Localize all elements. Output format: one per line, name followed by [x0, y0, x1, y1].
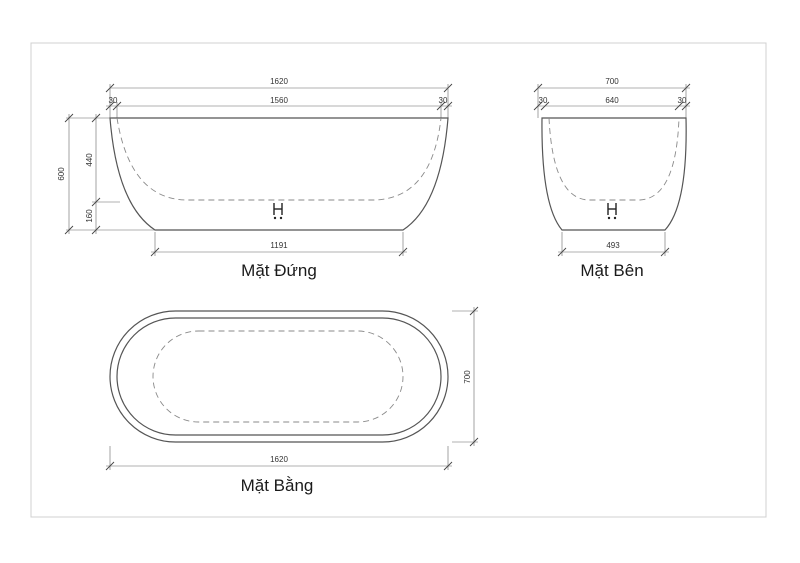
plan-outer-rim: [109, 310, 449, 443]
front-base-length-label: 1191: [270, 241, 288, 250]
side-overall-width-label: 700: [605, 77, 619, 86]
plan-basin: [152, 330, 404, 423]
side-tub-outline: [541, 117, 687, 231]
front-drain-icon: [273, 203, 283, 220]
plan-dim-width: 700: [452, 306, 479, 447]
front-inner-length-label: 1560: [270, 96, 288, 105]
front-overall-height-label: 600: [57, 167, 66, 181]
side-drain-icon: [607, 203, 617, 220]
front-dim-inner-length: 30 1560 30: [105, 96, 453, 118]
side-base-width-label: 493: [606, 241, 620, 250]
front-overall-length-label: 1620: [270, 77, 288, 86]
front-dim-base-length: 1191: [150, 232, 408, 257]
front-view-title: Mặt Đứng: [241, 261, 317, 280]
front-base-height-label: 160: [85, 209, 94, 223]
side-dim-overall-width: 700: [533, 77, 691, 118]
plan-dim-length: 1620: [105, 446, 453, 471]
side-inner-basin: [548, 117, 680, 201]
front-tub-outline: [109, 117, 449, 231]
plan-view-title: Mặt Bằng: [241, 476, 314, 495]
side-dim-base-width: 493: [557, 232, 670, 257]
side-rim-left-label: 30: [539, 96, 548, 105]
side-dim-inner-width: 30 640 30: [533, 96, 691, 111]
front-dim-heights: 600 440 160: [57, 113, 155, 235]
plan-length-label: 1620: [270, 455, 288, 464]
side-inner-width-label: 640: [605, 96, 619, 105]
side-view-title: Mặt Bên: [580, 261, 643, 280]
front-view: 1620 30 1560 30: [57, 77, 453, 280]
front-depth-label: 440: [85, 153, 94, 167]
front-dim-overall-length: 1620: [105, 77, 453, 118]
side-view: 700 30 640 30 493: [533, 77, 691, 280]
plan-inner-rim: [116, 317, 442, 436]
front-rim-right-label: 30: [439, 96, 448, 105]
front-rim-left-label: 30: [109, 96, 118, 105]
front-inner-basin: [116, 117, 442, 201]
plan-width-label: 700: [463, 370, 472, 384]
plan-view: 700 1620 Mặt Bằng: [105, 306, 479, 495]
side-rim-right-label: 30: [678, 96, 687, 105]
sheet-border: [30, 42, 767, 518]
